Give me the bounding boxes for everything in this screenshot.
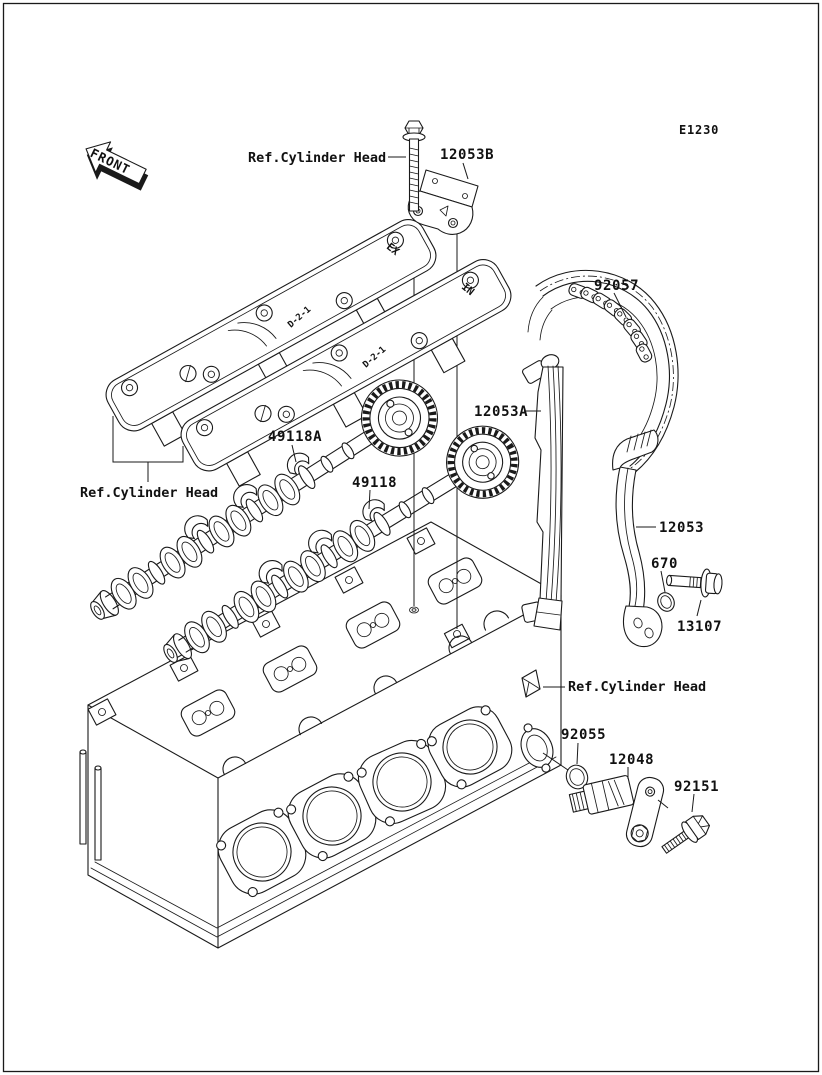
bolt-13107-drawing — [666, 568, 723, 598]
exhaust-camshaft-drawing — [90, 379, 439, 620]
chain-guide-curved-drawing — [612, 429, 663, 648]
ref-cylinder-head-left-label: Ref.Cylinder Head — [80, 485, 218, 501]
part-label-12053A: 12053A — [474, 404, 528, 420]
intake-valve-cover: D-2-1 IN — [180, 259, 512, 487]
part-label-49118A: 49118A — [268, 429, 322, 445]
part-label-13107: 13107 — [677, 619, 722, 635]
cam-chain-drawing — [527, 269, 679, 475]
part-label-12053: 12053 — [659, 520, 704, 536]
figure-code: E1230 — [679, 123, 719, 137]
bracket-12053B-drawing — [407, 169, 479, 235]
cylinder-bore — [426, 705, 513, 790]
intake-cam-sprocket — [446, 425, 520, 499]
cylinder-bore — [216, 807, 307, 898]
part-label-670: 670 — [651, 556, 678, 572]
ref-cylinder-head-top-label: Ref.Cylinder Head — [248, 150, 386, 166]
part-label-92057: 92057 — [594, 278, 639, 294]
tensioner-port — [520, 723, 554, 773]
oring-670-drawing — [657, 592, 675, 612]
cylinder-bore — [356, 738, 447, 827]
intake-camshaft-drawing — [163, 425, 520, 663]
part-label-12053B: 12053B — [440, 147, 494, 163]
part-label-12048: 12048 — [609, 752, 654, 768]
screw-slot-icon — [254, 404, 272, 423]
screw-slot-icon — [179, 364, 197, 383]
cylinder-head-drawing — [79, 521, 562, 949]
part-label-92151: 92151 — [674, 779, 719, 795]
chain-guide-straight-drawing — [521, 354, 564, 631]
part-label-49118: 49118 — [352, 475, 397, 491]
flange-bolt-top-drawing — [402, 120, 426, 212]
cylinder-bore — [286, 771, 377, 862]
oring-92055-drawing — [542, 752, 589, 790]
ref-cylinder-head-right-label: Ref.Cylinder Head — [568, 679, 706, 695]
bolt-92151-drawing — [657, 799, 711, 854]
part-label-92055: 92055 — [561, 727, 606, 743]
tensioner-drawing — [568, 775, 665, 848]
exhaust-cam-sprocket — [360, 379, 439, 457]
cover-reference-bracket — [112, 416, 184, 482]
leader-lines — [291, 156, 702, 813]
front-direction-arrow: FRONT — [85, 141, 149, 191]
